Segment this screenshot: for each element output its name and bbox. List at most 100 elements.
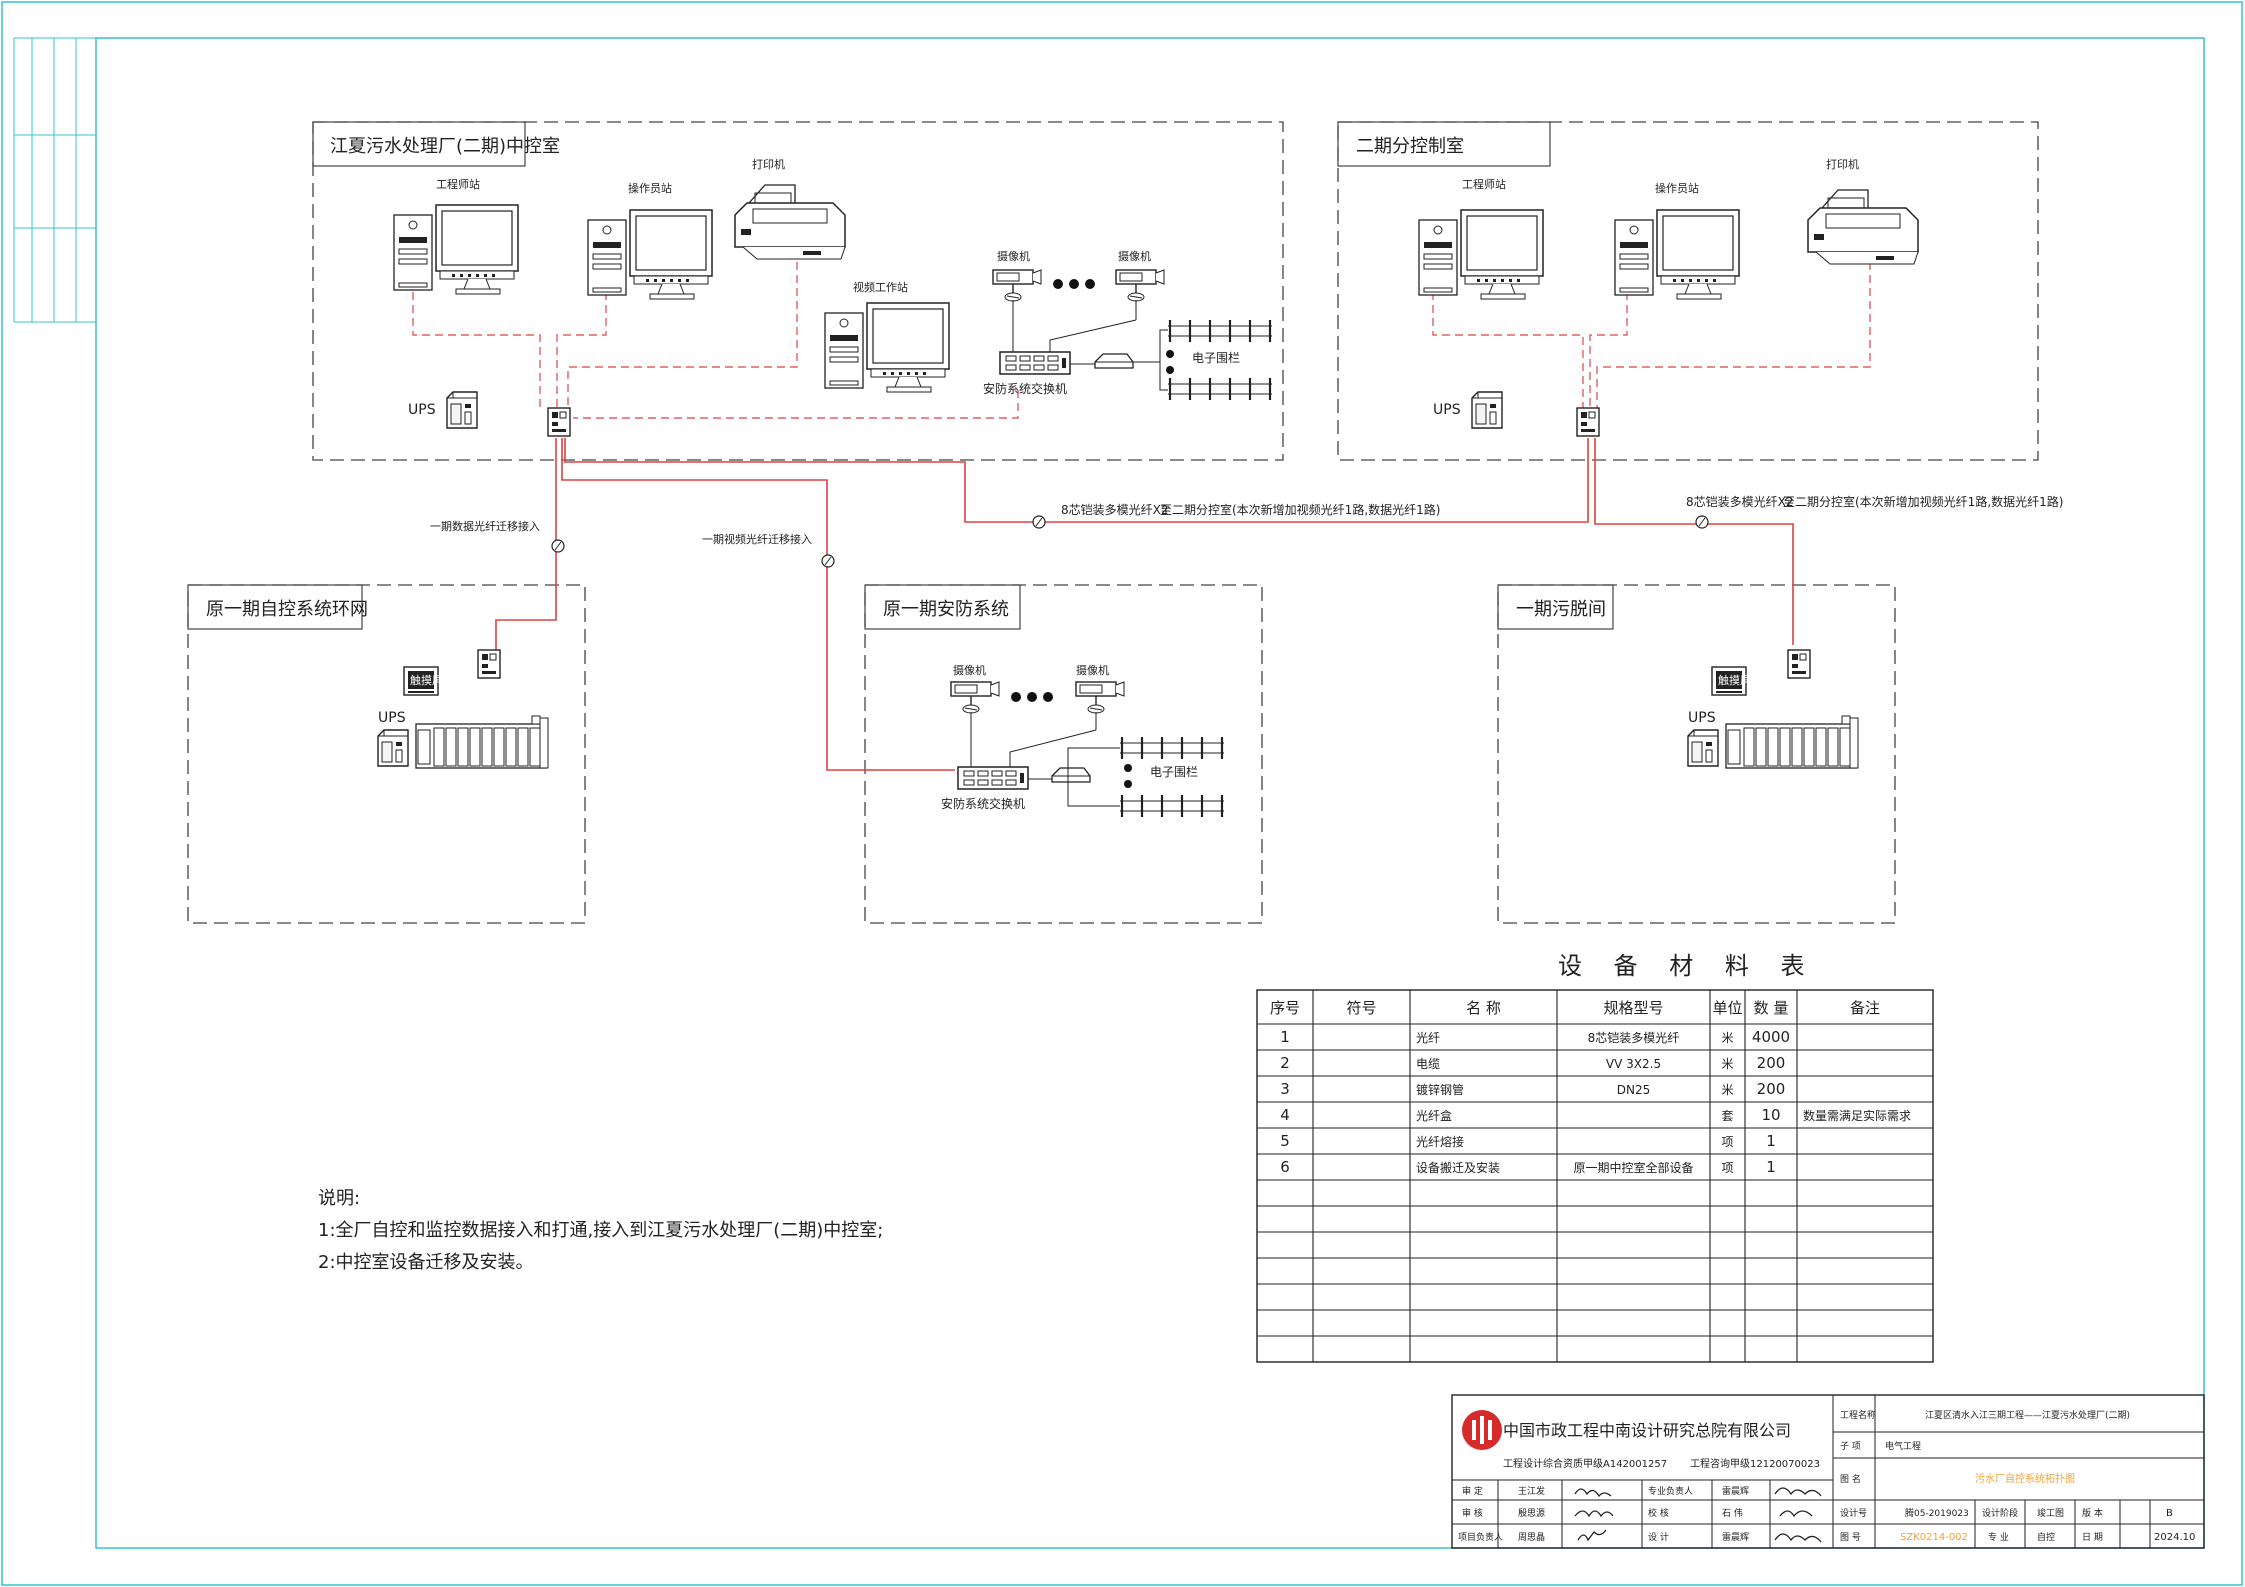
electronic-fence-icon	[1166, 376, 1274, 402]
security-switch-label: 安防系统交换机	[983, 381, 1067, 396]
design-no: 腾05-2019023	[1905, 1507, 1969, 1519]
discipline: 自控	[2037, 1531, 2055, 1543]
fiber-box-icon	[1787, 649, 1811, 679]
version: B	[2166, 1508, 2173, 1519]
area-phase1-security-label: 原一期安防系统	[883, 599, 1009, 620]
role-name: 周思晶	[1518, 1532, 1545, 1543]
engineer-station-pc-icon	[1418, 209, 1544, 300]
fiber-box-icon	[477, 649, 501, 679]
version-label: 版 本	[2082, 1507, 2103, 1519]
cert-design: 工程设计综合资质甲级A142001257	[1503, 1457, 1667, 1470]
ups-icon	[1471, 391, 1503, 429]
electronic-fence-label: 电子围栏	[1192, 350, 1240, 365]
drawing-no-label: 图 号	[1840, 1532, 1861, 1543]
splice-icon	[1032, 515, 1046, 529]
table-header-cell: 数 量	[1754, 999, 1789, 1017]
table-header-cell: 规格型号	[1603, 999, 1663, 1017]
printer-icon	[734, 184, 846, 260]
ups-label: UPS	[378, 710, 406, 726]
table-header-cell: 单位	[1712, 999, 1742, 1017]
ups-label: UPS	[408, 402, 436, 418]
camera-icon	[1075, 681, 1125, 714]
engineer-station-label: 工程师站	[1462, 177, 1506, 191]
table-cell: 电缆	[1416, 1057, 1440, 1071]
link-label-fiber-a: 8芯铠装多模光纤X2	[1061, 502, 1169, 517]
role-label: 专业负责人	[1648, 1485, 1693, 1497]
date-label: 日 期	[2082, 1532, 2103, 1543]
table-cell: 项	[1721, 1161, 1733, 1175]
role-name: 雷晨辉	[1722, 1486, 1749, 1497]
operator-station-pc-icon	[587, 209, 713, 300]
table-cell: DN25	[1617, 1083, 1651, 1097]
drawing-name-label: 图 名	[1840, 1473, 1861, 1485]
area-phase1-dewatering	[1497, 584, 1896, 924]
table-cell: 4000	[1752, 1028, 1790, 1046]
table-cell: 光纤盒	[1416, 1108, 1452, 1123]
area-phase1-autocontrol	[187, 584, 586, 924]
table-cell: 米	[1721, 1083, 1733, 1097]
table-cell: 10	[1761, 1106, 1780, 1124]
camera-label: 摄像机	[997, 249, 1030, 263]
plc-icon	[415, 715, 549, 769]
role-label: 审 定	[1462, 1485, 1483, 1497]
link-label-fiber-a-note: 至二期分控室(本次新增加视频光纤1路,数据光纤1路)	[1160, 502, 1440, 517]
ups-icon	[446, 391, 478, 429]
fiber-box-icon	[1576, 407, 1600, 437]
electronic-fence-label: 电子围栏	[1150, 764, 1198, 779]
role-name: 殷思源	[1518, 1507, 1545, 1519]
ups-icon	[1687, 729, 1719, 767]
camera-icon	[950, 681, 1000, 714]
ups-label: UPS	[1433, 402, 1461, 418]
date: 2024.10	[2154, 1532, 2195, 1543]
table-cell: VV 3X2.5	[1606, 1057, 1661, 1071]
table-cell: 1	[1766, 1158, 1776, 1176]
area-phase2-control-room-label: 二期分控制室	[1356, 136, 1464, 157]
table-cell: 数量需满足实际需求	[1803, 1108, 1911, 1123]
table-cell: 4	[1280, 1106, 1290, 1124]
table-header-cell: 序号	[1270, 999, 1300, 1017]
electronic-fence-icon	[1118, 735, 1226, 761]
area-main-control-room-label: 江夏污水处理厂(二期)中控室	[330, 136, 560, 157]
video-workstation-label: 视频工作站	[853, 280, 908, 294]
table-cell: 光纤熔接	[1416, 1134, 1464, 1149]
video-workstation-pc-icon	[824, 302, 950, 393]
subitem: 电气工程	[1885, 1440, 1921, 1452]
ups-label: UPS	[1688, 710, 1716, 726]
camera-icon	[992, 269, 1042, 302]
cert-consult: 工程咨询甲级12120070023	[1690, 1457, 1820, 1470]
table-cell: 2	[1280, 1054, 1290, 1072]
printer-icon	[1807, 189, 1919, 265]
link-label-video-fiber: 一期视频光纤迁移接入	[702, 532, 812, 546]
link-label-fiber-b: 8芯铠装多模光纤X2	[1686, 494, 1794, 509]
table-cell: 1	[1766, 1132, 1776, 1150]
stage: 竣工图	[2037, 1507, 2064, 1519]
table-cell: 5	[1280, 1132, 1290, 1150]
area-main-control-room	[312, 121, 1284, 461]
table-cell: 光纤	[1416, 1031, 1440, 1045]
area-phase1-dewatering-label: 一期污脱间	[1516, 599, 1606, 620]
electronic-fence-icon	[1166, 318, 1274, 344]
operator-station-label: 操作员站	[628, 181, 672, 195]
area-phase2-control-room	[1337, 121, 2039, 461]
table-header-cell: 名 称	[1466, 999, 1501, 1017]
table-cell: 设备搬迁及安装	[1416, 1160, 1500, 1175]
role-label: 设 计	[1648, 1531, 1669, 1543]
electronic-fence-icon	[1118, 793, 1226, 819]
table-cell: 1	[1280, 1028, 1290, 1046]
link-label-fiber-b-note: 至二期分控室(本次新增加视频光纤1路,数据光纤1路)	[1783, 494, 2063, 509]
security-switch-label: 安防系统交换机	[941, 796, 1025, 811]
table-cell: 8芯铠装多模光纤	[1588, 1030, 1680, 1045]
role-name: 石 伟	[1722, 1507, 1743, 1519]
role-name: 王江发	[1518, 1485, 1545, 1497]
note-item-2: 2:中控室设备迁移及安装。	[318, 1252, 534, 1273]
signatures	[1574, 1487, 1822, 1543]
engineer-station-label: 工程师站	[436, 177, 480, 191]
note-item-1: 1:全厂自控和监控数据接入和打通,接入到江夏污水处理厂(二期)中控室;	[318, 1220, 883, 1241]
splice-icon	[821, 554, 835, 568]
camera-label: 摄像机	[953, 663, 986, 677]
area-phase1-security	[864, 584, 1263, 924]
table-cell: 米	[1721, 1031, 1733, 1045]
